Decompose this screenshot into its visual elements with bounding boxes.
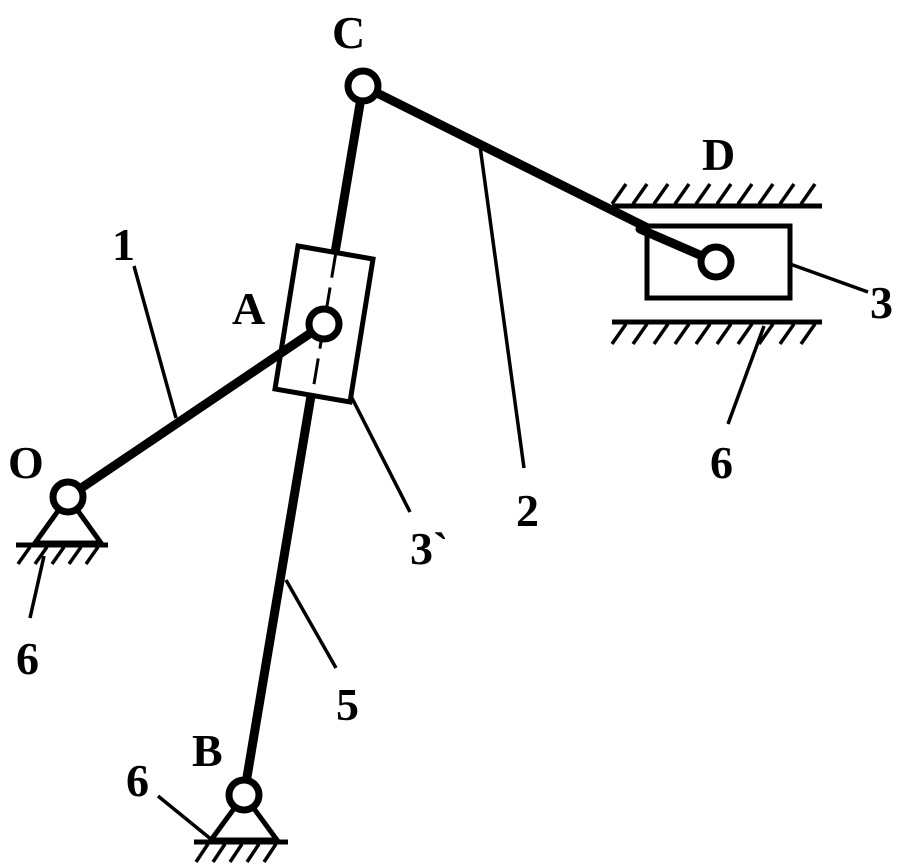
rocker-link-5: [239, 81, 368, 800]
joint-o: [49, 478, 87, 516]
joint-d: [697, 243, 735, 281]
label-point-o: O: [8, 437, 44, 488]
label-link-3: 3: [870, 277, 893, 328]
ground-support-b: [194, 790, 288, 863]
label-point-d: D: [702, 129, 735, 180]
label-point-a: A: [232, 283, 265, 334]
label-link-1: 1: [112, 219, 135, 270]
leader-lines: [28, 145, 869, 842]
joint-a: [305, 305, 343, 343]
label-point-c: C: [332, 7, 365, 58]
leader-frame-6-guide: [726, 325, 766, 425]
label-link-2: 2: [516, 485, 539, 536]
label-frame-6-guide: 6: [710, 437, 733, 488]
crank-link-1: [63, 319, 329, 502]
leader-frame-6-bottom: [156, 794, 214, 842]
label-link-5: 5: [336, 679, 359, 730]
leader-link-5: [284, 579, 338, 669]
joint-b: [225, 776, 263, 814]
leader-link-3: [789, 262, 869, 294]
leader-frame-6-left: [28, 555, 46, 619]
label-point-b: B: [192, 725, 223, 776]
leader-link-2: [478, 145, 526, 469]
label-frame-6-bottom: 6: [126, 755, 149, 806]
label-frame-6-left: 6: [16, 633, 39, 684]
upper-guide-hatching: [610, 182, 817, 206]
leader-link-1: [132, 265, 178, 419]
ground-hatching-b: [194, 843, 278, 863]
leader-link-3-prime: [350, 397, 412, 513]
label-link-3-prime: 3`: [410, 523, 448, 574]
lower-guide-hatching: [610, 322, 817, 346]
ground-hatching-o: [16, 545, 100, 566]
guide-rails: [610, 182, 822, 346]
ground-support-o: [16, 492, 108, 566]
joint-c: [344, 67, 382, 105]
